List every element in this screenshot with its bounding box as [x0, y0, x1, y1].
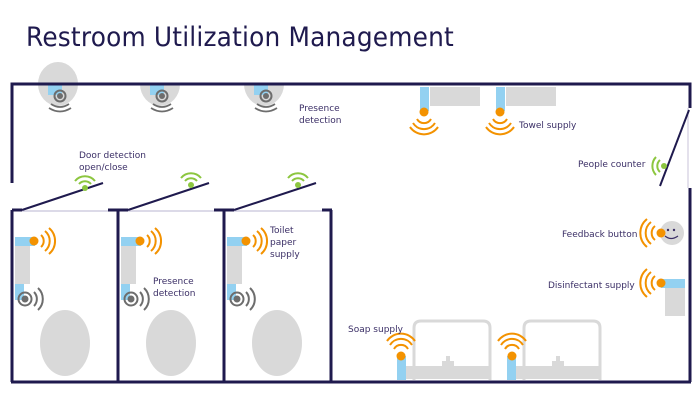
presence-sensor-icon: [150, 89, 174, 113]
entrance-door: [659, 109, 690, 187]
label-presence-ceiling-line2: detection: [299, 116, 342, 126]
towel-dispenser-1: [409, 87, 480, 136]
label-toilet-paper-line2: paper: [270, 238, 296, 248]
wireless-orange-icon: [241, 227, 268, 255]
wireless-green-icon: [651, 156, 667, 176]
wireless-orange-icon: [135, 227, 162, 255]
toilet-icon: [252, 310, 302, 376]
label-presence-stall-line1: Presence: [153, 277, 194, 287]
label-presence-stall-line2: detection: [153, 289, 196, 299]
stall-3-fixtures: [227, 227, 302, 376]
wireless-green-icon: [180, 172, 202, 188]
stall-2-fixtures: [121, 227, 196, 376]
stall-walls: [12, 208, 333, 382]
presence-sensor-icon: [123, 287, 150, 311]
toilet-icon: [146, 310, 196, 376]
wireless-green-icon: [74, 175, 96, 191]
stall-doors: [21, 182, 317, 211]
outer-walls: [10, 82, 692, 384]
label-feedback-button: Feedback button: [562, 230, 637, 240]
wireless-orange-icon: [386, 332, 416, 361]
towel-dispenser-2: [485, 87, 556, 136]
toilet-icon: [40, 310, 90, 376]
presence-sensor-icon: [48, 89, 72, 113]
presence-sensor-icon: [254, 89, 278, 113]
sink-2: [497, 319, 602, 380]
wireless-orange-icon: [497, 332, 527, 361]
label-people-counter: People counter: [578, 160, 646, 170]
ceiling-presence-sensor-1: [38, 62, 78, 113]
smiley-face-icon: [660, 221, 684, 245]
label-door-detection-line2: open/close: [79, 163, 128, 173]
label-toilet-paper-line1: Toilet: [269, 226, 294, 236]
stall-1-fixtures: [15, 227, 90, 376]
label-presence-ceiling-line1: Presence: [299, 104, 340, 114]
wireless-orange-icon: [485, 107, 515, 136]
presence-sensor-icon: [17, 287, 44, 311]
wireless-orange-icon: [29, 227, 56, 255]
wireless-orange-icon: [409, 107, 439, 136]
label-toilet-paper-line3: supply: [270, 250, 300, 260]
wireless-orange-icon: [639, 218, 666, 248]
label-door-detection-line1: Door detection: [79, 151, 146, 161]
page-title: Restroom Utilization Management: [26, 22, 454, 53]
sink-1: [386, 319, 492, 380]
disinfectant-dispenser: [639, 268, 685, 316]
label-disinfectant-supply: Disinfectant supply: [548, 281, 635, 291]
wireless-green-icon: [287, 172, 309, 188]
label-towel-supply: Towel supply: [518, 121, 577, 131]
feedback-button-device: [639, 218, 684, 248]
label-soap-supply: Soap supply: [348, 325, 404, 335]
ceiling-presence-sensor-3: [244, 84, 284, 113]
presence-sensor-icon: [229, 287, 256, 311]
wireless-orange-icon: [639, 268, 666, 298]
ceiling-presence-sensor-2: [140, 84, 180, 113]
